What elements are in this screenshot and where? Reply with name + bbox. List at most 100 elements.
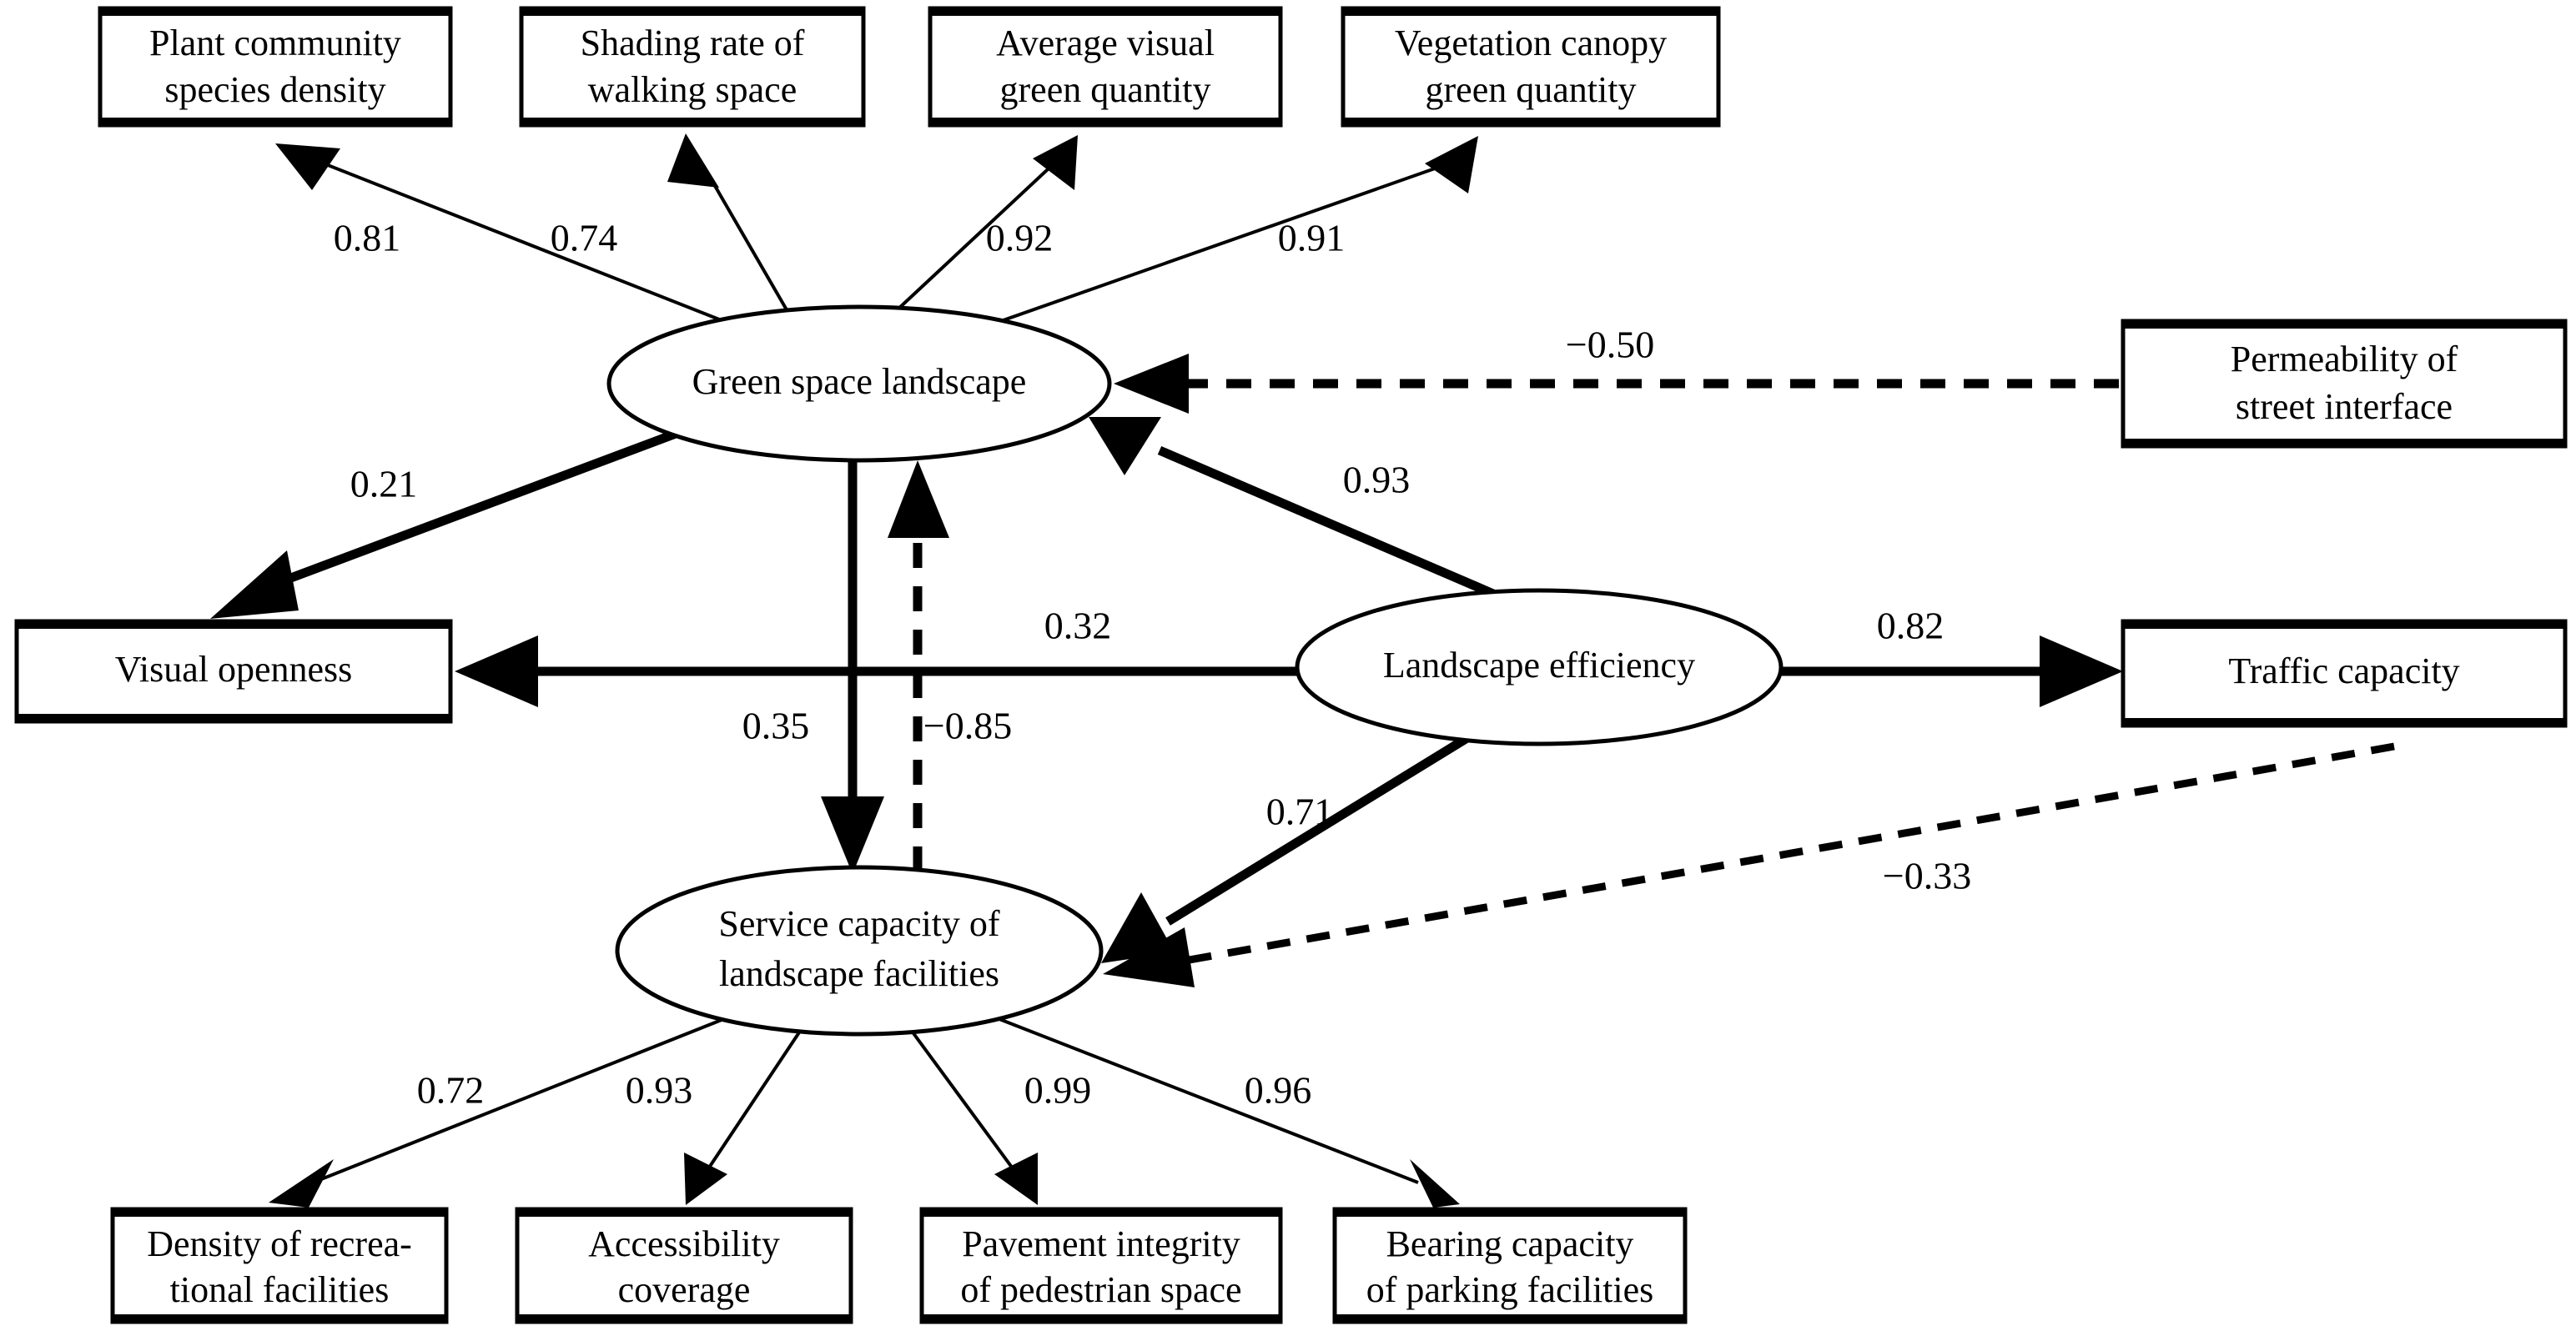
coef-0-81: 0.81: [334, 217, 401, 259]
coef-0-82: 0.82: [1877, 605, 1945, 647]
coef-neg-0-50: −0.50: [1566, 324, 1654, 366]
node-permeability-of-street-interface[interactable]: Permeability of street interface: [2121, 319, 2568, 449]
coef-neg-0-33: −0.33: [1883, 855, 1971, 897]
node-label-line1: Traffic capacity: [2228, 650, 2459, 691]
node-label-line1: Green space landscape: [692, 361, 1027, 402]
node-traffic-capacity[interactable]: Traffic capacity: [2121, 619, 2568, 728]
arrowhead: [1425, 136, 1478, 193]
edge-line: [1165, 726, 1483, 926]
coef-0-35: 0.35: [742, 705, 810, 747]
node-bottom-bar: [1335, 1314, 1685, 1322]
node-rect: [2121, 319, 2568, 449]
node-rect: [1332, 1207, 1688, 1324]
edge-line: [274, 429, 677, 589]
node-bottom-bar: [922, 1314, 1280, 1322]
path-service-to-density: 0.72: [269, 1012, 739, 1208]
node-bottom-bar: [100, 118, 450, 125]
node-shading-rate-of-walking-space[interactable]: Shading rate of walking space: [519, 6, 866, 128]
node-label-line2: species density: [164, 69, 385, 110]
arrowhead: [821, 796, 884, 874]
node-bottom-bar: [521, 118, 863, 125]
node-top-bar: [2123, 321, 2565, 329]
node-bottom-bar: [1343, 118, 1718, 125]
node-label-line1: Vegetation canopy: [1395, 23, 1667, 63]
node-visual-openness[interactable]: Visual openness: [14, 619, 453, 724]
coef-0-71: 0.71: [1266, 791, 1334, 833]
arrowhead: [1114, 354, 1189, 414]
node-top-bar: [930, 8, 1280, 16]
path-le-to-traffic: 0.82: [1781, 605, 2123, 707]
coef-0-72: 0.72: [417, 1069, 485, 1112]
coef-0-96: 0.96: [1245, 1069, 1312, 1112]
node-rect: [98, 6, 453, 128]
edge-line: [299, 153, 739, 329]
node-rect: [515, 1207, 853, 1324]
node-top-bar: [922, 1209, 1280, 1217]
path-permeability-to-gsl: −0.50: [1114, 324, 2119, 414]
arrowhead: [1089, 417, 1161, 475]
node-bottom-bar: [17, 714, 450, 721]
node-rect: [928, 6, 1283, 128]
node-top-bar: [100, 8, 450, 16]
node-label-line1: Bearing capacity: [1386, 1223, 1634, 1264]
path-gsl-to-canopy: 0.91: [984, 136, 1478, 329]
path-service-to-accessibility: 0.93: [626, 1028, 802, 1205]
path-service-to-gsl: −0.85: [888, 460, 1012, 871]
node-label-line2: street interface: [2236, 386, 2453, 427]
node-top-bar: [521, 8, 863, 16]
node-label-line2: coverage: [618, 1269, 751, 1310]
path-traffic-to-service: −0.33: [1103, 742, 2395, 987]
node-average-visual-green-quantity[interactable]: Average visual green quantity: [928, 6, 1283, 128]
node-top-bar: [1343, 8, 1718, 16]
node-pavement-integrity-of-pedestrian-space[interactable]: Pavement integrity of pedestrian space: [919, 1207, 1283, 1324]
node-bearing-capacity-of-parking-facilities[interactable]: Bearing capacity of parking facilities: [1332, 1207, 1688, 1324]
path-gsl-to-shading: 0.74: [551, 133, 790, 314]
arrowhead: [275, 143, 340, 190]
node-landscape-efficiency[interactable]: Landscape efficiency: [1295, 588, 1784, 746]
path-le-to-gsl: 0.93: [1089, 417, 1496, 599]
node-ellipse: [615, 865, 1104, 1037]
coef-0-91: 0.91: [1278, 217, 1346, 259]
arrowhead: [1103, 927, 1195, 987]
path-service-to-bearing: 0.96: [984, 1012, 1460, 1208]
node-label-line1: Service capacity of: [718, 903, 1000, 944]
node-vegetation-canopy-green-quantity[interactable]: Vegetation canopy green quantity: [1341, 6, 1721, 128]
node-rect: [14, 619, 453, 724]
node-label-line1: Pavement integrity: [962, 1223, 1240, 1264]
coef-neg-0-85: −0.85: [923, 705, 1012, 747]
arrowhead: [269, 1159, 334, 1208]
node-bottom-bar: [517, 1314, 851, 1322]
path-gsl-to-visualopenness: 0.21: [210, 429, 677, 619]
coef-0-93-le: 0.93: [1343, 459, 1411, 501]
node-top-bar: [517, 1209, 851, 1217]
node-label-line2: green quantity: [1000, 69, 1211, 110]
arrowhead: [210, 550, 299, 619]
edge-line: [701, 1028, 802, 1179]
node-label-line1: Landscape efficiency: [1383, 645, 1695, 686]
node-bottom-bar: [2123, 718, 2565, 726]
coef-0-99: 0.99: [1024, 1069, 1092, 1112]
node-label-line1: Shading rate of: [581, 23, 805, 63]
arrowhead: [994, 1153, 1038, 1205]
node-label-line2: of parking facilities: [1366, 1269, 1654, 1310]
path-gsl-to-avgvisual: 0.92: [895, 135, 1078, 312]
node-label-line1: Accessibility: [588, 1223, 780, 1264]
arrowhead: [684, 1153, 727, 1205]
node-density-of-recreational-facilities[interactable]: Density of recrea- tional facilities: [110, 1207, 449, 1324]
node-label-line2: landscape facilities: [719, 953, 999, 994]
node-label-line1: Visual openness: [115, 649, 353, 690]
node-top-bar: [17, 621, 450, 629]
path-le-to-visualopenness: 0.32: [455, 605, 1297, 707]
node-ellipse: [1295, 588, 1784, 746]
node-rect: [919, 1207, 1283, 1324]
node-accessibility-coverage[interactable]: Accessibility coverage: [515, 1207, 853, 1324]
node-top-bar: [113, 1209, 446, 1217]
node-green-space-landscape[interactable]: Green space landscape: [606, 304, 1112, 463]
node-label-line1: Plant community: [149, 23, 401, 63]
node-plant-community-species-density[interactable]: Plant community species density: [98, 6, 453, 128]
coef-0-93-sc: 0.93: [626, 1069, 693, 1112]
node-service-capacity-of-landscape-facilities[interactable]: Service capacity of landscape facilities: [615, 865, 1104, 1037]
coef-0-32: 0.32: [1044, 605, 1112, 647]
arrowhead: [455, 635, 538, 707]
